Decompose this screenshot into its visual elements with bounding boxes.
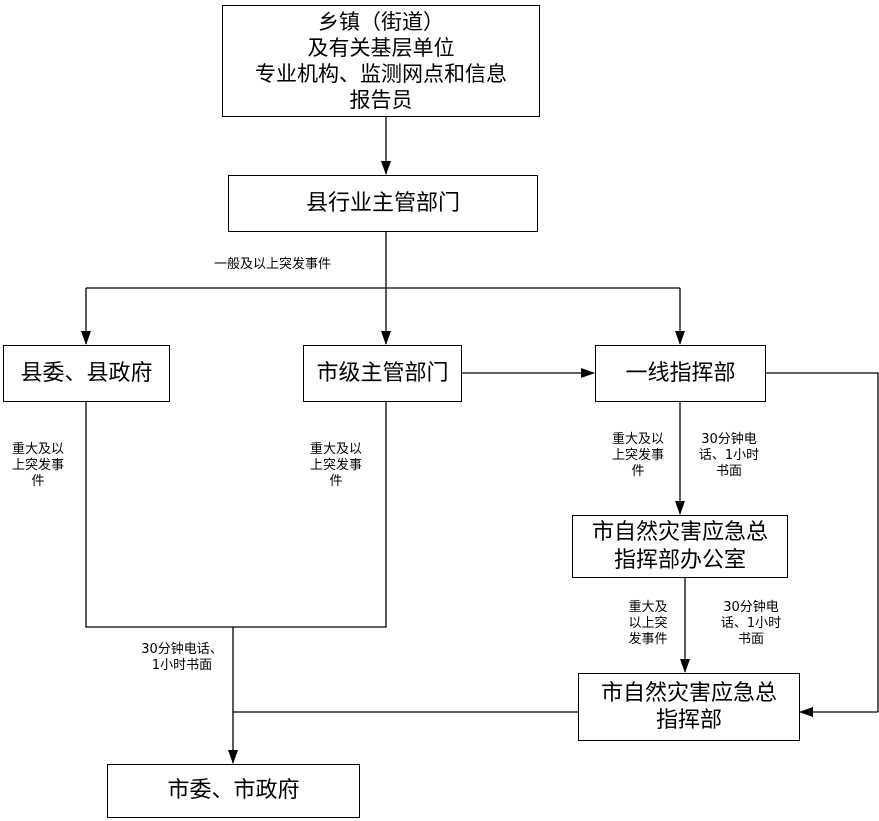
label-major-event-office-line-2: 以上突 xyxy=(628,616,668,631)
label-general-event: 一般及以上突发事件 xyxy=(214,257,331,273)
node-city-disaster-office-line-2: 指挥部办公室 xyxy=(613,547,746,573)
label-major-event-office-line-3: 发事件 xyxy=(628,632,668,647)
label-major-event-city-line-2: 上突发事 xyxy=(309,458,362,473)
label-major-event-frontline-line-2: 上突发事 xyxy=(611,448,664,463)
label-report-time-office: 30分钟电 话、1小时 书面 xyxy=(714,600,788,648)
node-frontline-hq-label: 一线指挥部 xyxy=(625,360,736,386)
node-city-disaster-hq-line-2: 指挥部 xyxy=(655,708,722,733)
label-major-event-frontline-line-1: 重大及以 xyxy=(611,432,664,447)
node-city-disaster-hq: 市自然灾害应急总 指挥部 xyxy=(578,673,800,741)
label-report-time-frontline-line-3: 书面 xyxy=(715,464,742,479)
label-major-event-county-line-3: 件 xyxy=(31,474,45,489)
node-frontline-hq: 一线指挥部 xyxy=(595,345,766,402)
label-report-time-city-line-1: 30分钟电话、 xyxy=(141,642,223,657)
label-report-time-office-line-1: 30分钟电 xyxy=(723,600,779,615)
node-township-line-4: 报告员 xyxy=(349,88,413,113)
node-city-disaster-office: 市自然灾害应急总 指挥部办公室 xyxy=(572,515,788,578)
label-major-event-county: 重大及以 上突发事 件 xyxy=(6,442,70,490)
node-township-line-3: 专业机构、监测网点和信息 xyxy=(255,62,507,86)
label-major-event-county-line-1: 重大及以 xyxy=(11,442,64,457)
node-county-dept-label: 县行业主管部门 xyxy=(305,190,460,216)
node-city-dept: 市级主管部门 xyxy=(303,345,462,402)
label-report-time-frontline-line-2: 话、1小时 xyxy=(698,448,760,463)
label-major-event-frontline: 重大及以 上突发事 件 xyxy=(606,432,670,480)
node-city-disaster-hq-line-1: 市自然灾害应急总 xyxy=(600,680,777,706)
label-major-event-frontline-line-3: 件 xyxy=(631,464,645,479)
node-township-line-2: 及有关基层单位 xyxy=(307,35,455,60)
label-major-event-city-line-3: 件 xyxy=(329,474,343,489)
node-city-gov: 市委、市政府 xyxy=(107,764,360,818)
node-township-line-1: 乡镇（街道） xyxy=(318,9,444,34)
label-general-event-text: 一般及以上突发事件 xyxy=(214,257,332,272)
label-major-event-city: 重大及以 上突发事 件 xyxy=(304,442,368,490)
label-report-time-frontline-line-1: 30分钟电 xyxy=(701,432,757,447)
node-city-gov-label: 市委、市政府 xyxy=(167,778,300,804)
label-major-event-county-line-2: 上突发事 xyxy=(11,458,64,473)
connector-frontline-right-route xyxy=(766,372,879,712)
label-major-event-office: 重大及 以上突 发事件 xyxy=(620,600,676,648)
node-county-dept: 县行业主管部门 xyxy=(228,175,538,232)
node-county-gov: 县委、县政府 xyxy=(3,345,170,402)
node-city-disaster-office-line-1: 市自然灾害应急总 xyxy=(591,520,768,545)
node-township: 乡镇（街道） 及有关基层单位 专业机构、监测网点和信息 报告员 xyxy=(222,5,540,117)
connector-county-gov-to-city-dept xyxy=(85,402,387,628)
node-city-dept-label: 市级主管部门 xyxy=(316,360,449,386)
label-report-time-city: 30分钟电话、 1小时书面 xyxy=(134,642,230,674)
label-report-time-frontline: 30分钟电 话、1小时 书面 xyxy=(692,432,766,480)
label-major-event-office-line-1: 重大及 xyxy=(628,600,668,615)
node-county-gov-label: 县委、县政府 xyxy=(20,360,153,386)
label-major-event-city-line-1: 重大及以 xyxy=(309,442,362,457)
label-report-time-office-line-3: 书面 xyxy=(737,632,764,647)
label-report-time-office-line-2: 话、1小时 xyxy=(720,616,782,631)
label-report-time-city-line-2: 1小时书面 xyxy=(151,658,213,673)
